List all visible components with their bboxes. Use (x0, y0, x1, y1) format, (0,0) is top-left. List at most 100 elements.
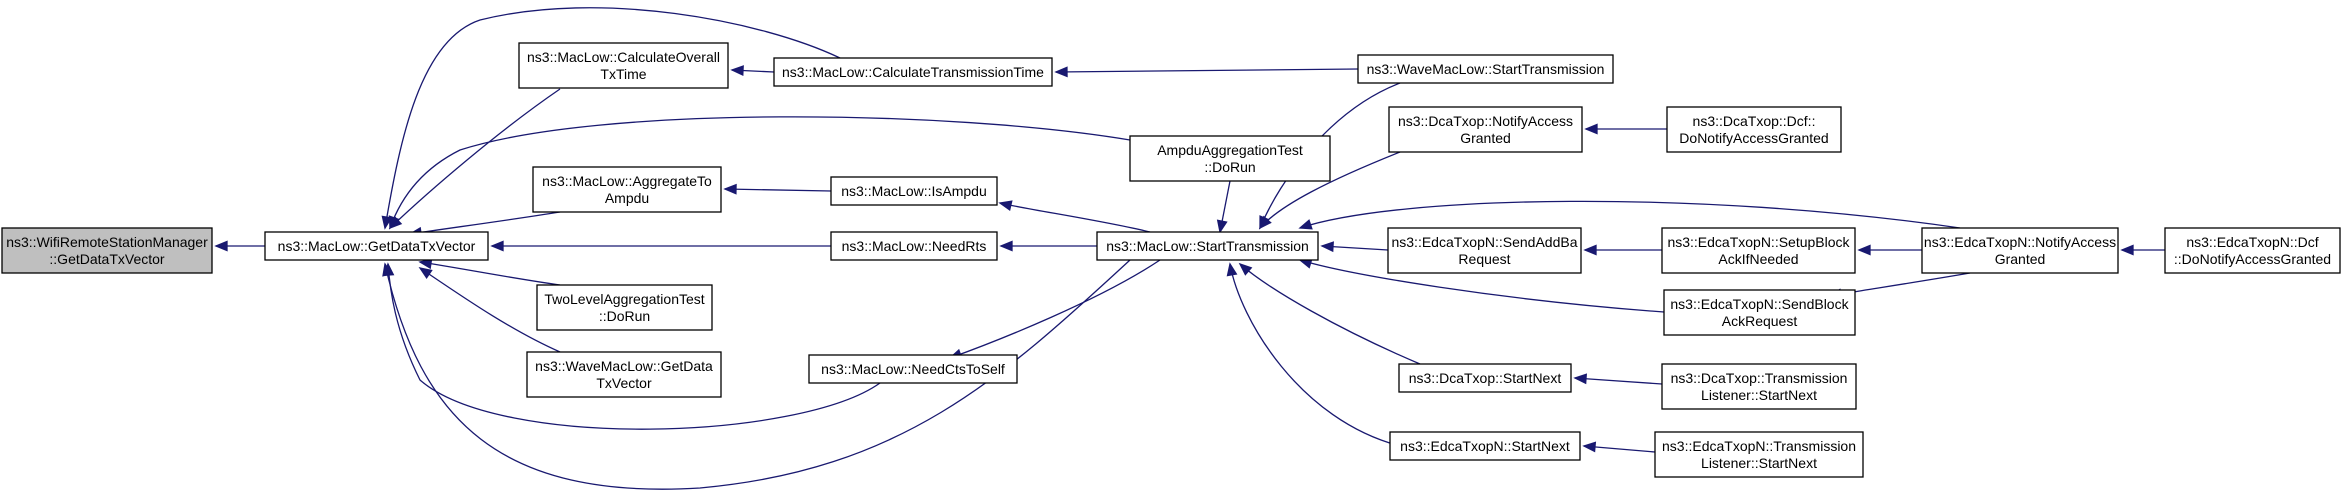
arrowhead-icon (1238, 262, 1253, 276)
node-box (1129, 135, 1331, 182)
nodes-layer: ns3::WifiRemoteStationManager::GetDataTx… (1, 42, 2341, 478)
edge-edca_notify-to-maclow_starttx (1298, 200, 1961, 230)
node-label-line: Listener::StartNext (1701, 455, 1817, 471)
node-label-line: ns3::WifiRemoteStationManager (6, 234, 208, 250)
edge-maclow_starttx-to-maclow_needrts (999, 240, 1097, 252)
node-box (1, 227, 213, 274)
arrowhead-icon (382, 262, 393, 277)
node-wifi-getdatatxvector: ns3::WifiRemoteStationManager::GetDataTx… (1, 227, 213, 274)
node-twolevel-dorun[interactable]: TwoLevelAggregationTest::DoRun (536, 284, 713, 331)
arrowhead-icon (1320, 241, 1334, 253)
edge-edca_dcf_notify-to-edca_notify (2120, 244, 2165, 256)
edge-line (389, 88, 561, 229)
node-dca-startnext[interactable]: ns3::DcaTxop::StartNext (1398, 363, 1572, 393)
node-label-line: ns3::WaveMacLow::GetData (535, 358, 713, 374)
edge-line (1229, 263, 1401, 447)
edge-edca_sendaddba-to-maclow_starttx (1320, 241, 1389, 253)
node-box (264, 231, 489, 261)
node-wavemaclow-getdata[interactable]: ns3::WaveMacLow::GetDataTxVector (526, 351, 722, 398)
edge-ampdu_dorun-to-maclow_getdatatxvector (388, 116, 1131, 230)
node-box (1661, 363, 1857, 410)
edge-edca_setupblock-to-edca_sendaddba (1583, 244, 1662, 256)
node-box (1357, 54, 1614, 84)
node-maclow-needcts[interactable]: ns3::MacLow::NeedCtsToSelf (808, 354, 1018, 384)
edge-line (389, 116, 1131, 229)
arrowhead-icon (998, 200, 1013, 211)
node-box (536, 284, 713, 331)
node-label-line: ns3::EdcaTxopN::StartNext (1400, 438, 1570, 454)
edge-maclow_starttx-to-maclow_getdatatxvector (382, 259, 1131, 490)
node-box (830, 231, 998, 261)
node-label-line: ns3::DcaTxop::Transmission (1671, 370, 1848, 386)
node-box (808, 354, 1018, 384)
arrowhead-icon (1258, 215, 1272, 230)
node-maclow-starttx[interactable]: ns3::MacLow::StartTransmission (1096, 231, 1319, 261)
node-dca-listener-startnext[interactable]: ns3::DcaTxop::TransmissionListener::Star… (1661, 363, 1857, 410)
node-label-line: TxVector (596, 375, 652, 391)
node-maclow-calctrans[interactable]: ns3::MacLow::CalculateTransmissionTime (773, 57, 1053, 87)
node-maclow-needrts[interactable]: ns3::MacLow::NeedRts (830, 231, 998, 261)
edge-line (419, 261, 561, 286)
arrowhead-icon (1298, 219, 1313, 230)
edge-maclow_needrts-to-maclow_getdatatxvector (490, 240, 831, 252)
node-box (1096, 231, 1319, 261)
node-label-line: DoNotifyAccessGranted (1679, 130, 1828, 146)
node-label-line: Ampdu (605, 190, 649, 206)
edge-dca_startnext-to-maclow_starttx (1238, 262, 1421, 365)
node-dca-dcf-notify[interactable]: ns3::DcaTxop::Dcf::DoNotifyAccessGranted (1666, 106, 1842, 153)
arrowhead-icon (1583, 244, 1597, 256)
node-label-line: ns3::WaveMacLow::StartTransmission (1367, 61, 1605, 77)
edge-maclow_isampdu-to-maclow_aggregate (723, 183, 832, 195)
arrowhead-icon (1054, 66, 1068, 78)
node-label-line: AckRequest (1722, 313, 1798, 329)
edge-wavemaclow_getdata-to-maclow_getdatatxvector (418, 267, 561, 353)
edge-dca_notify-to-maclow_starttx (1258, 151, 1401, 230)
node-box (1398, 363, 1572, 393)
node-box (1666, 106, 1842, 153)
arrowhead-icon (999, 240, 1013, 252)
arrowhead-icon (214, 240, 228, 252)
node-box (1921, 227, 2119, 274)
node-label-line: ns3::MacLow::IsAmpdu (841, 183, 987, 199)
node-edca-notify[interactable]: ns3::EdcaTxopN::NotifyAccessGranted (1921, 227, 2119, 274)
node-ampdu-dorun[interactable]: AmpduAggregationTest::DoRun (1129, 135, 1331, 182)
edge-maclow_starttx-to-ampdu_dorun (1216, 180, 1231, 234)
node-label-line: ns3::EdcaTxopN::SetupBlock (1667, 234, 1850, 250)
arrowhead-icon (1226, 262, 1238, 277)
node-label-line: ns3::EdcaTxopN::Transmission (1662, 438, 1856, 454)
arrowhead-icon (2120, 244, 2134, 256)
edge-line (384, 7, 841, 229)
node-label-line: ns3::DcaTxop::Dcf:: (1693, 113, 1816, 129)
node-edca-listener-startnext[interactable]: ns3::EdcaTxopN::TransmissionListener::St… (1654, 431, 1864, 478)
arrowhead-icon (1216, 219, 1228, 234)
node-maclow-getdatatxvector[interactable]: ns3::MacLow::GetDataTxVector (264, 231, 489, 261)
edge-maclow_calctrans-to-maclow_calcoverall (730, 65, 775, 77)
node-edca-dcf-notify[interactable]: ns3::EdcaTxopN::Dcf::DoNotifyAccessGrant… (2164, 227, 2341, 274)
node-label-line: ::DoRun (1204, 159, 1255, 175)
arrowhead-icon (388, 215, 400, 230)
arrowhead-icon (1584, 123, 1598, 135)
node-label-line: ns3::EdcaTxopN::SendBlock (1670, 296, 1849, 312)
node-box (1654, 431, 1864, 478)
node-label-line: Request (1458, 251, 1510, 267)
node-label-line: ns3::DcaTxop::StartNext (1409, 370, 1562, 386)
node-box (1387, 227, 1582, 274)
node-label-line: ns3::MacLow::CalculateTransmissionTime (782, 64, 1044, 80)
node-edca-startnext[interactable]: ns3::EdcaTxopN::StartNext (1389, 431, 1581, 461)
node-dca-notify[interactable]: ns3::DcaTxop::NotifyAccessGranted (1388, 106, 1583, 153)
arrowhead-icon (1857, 244, 1871, 256)
edge-maclow_starttx-to-maclow_isampdu (998, 200, 1151, 233)
node-wavemaclow-starttx[interactable]: ns3::WaveMacLow::StartTransmission (1357, 54, 1614, 84)
node-maclow-isampdu[interactable]: ns3::MacLow::IsAmpdu (830, 176, 998, 206)
node-box (1663, 289, 1856, 336)
edge-line (1299, 200, 1961, 229)
edge-maclow_starttx-to-maclow_needcts (948, 259, 1161, 360)
node-box (1389, 431, 1581, 461)
edge-line (1574, 377, 1663, 385)
